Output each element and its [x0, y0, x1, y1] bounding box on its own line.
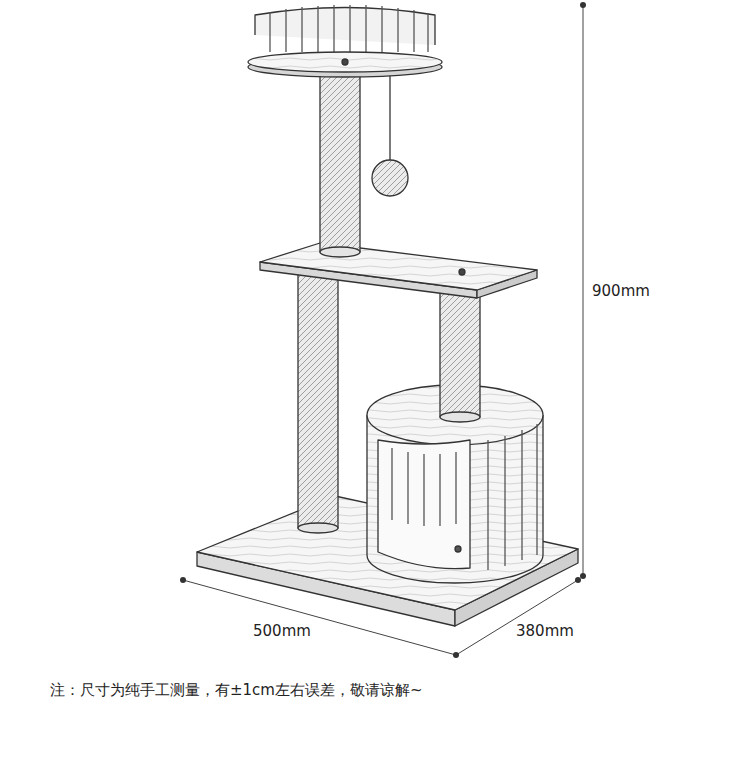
width-dimension: 380mm: [516, 622, 574, 640]
height-dimension: 900mm: [592, 282, 650, 300]
length-dimension: 500mm: [253, 622, 311, 640]
measurement-note: 注：尺寸为纯手工测量，有±1cm左右误差，敬请谅解~: [50, 681, 423, 699]
